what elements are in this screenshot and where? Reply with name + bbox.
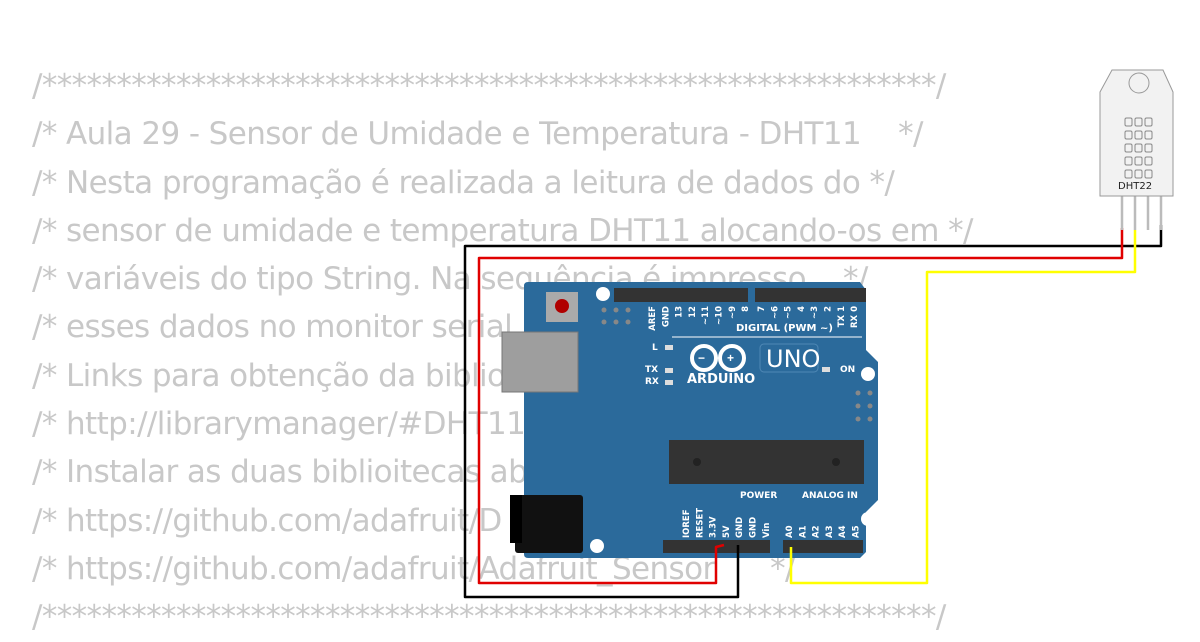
pin-label: RX 0 [850,306,860,328]
sensor-vent [1134,169,1143,179]
pin-label: TX 1 [837,306,847,327]
pin-label: ~9 [728,306,738,319]
pin-label: ~3 [810,306,820,319]
pin-label: GND [735,517,745,538]
pin-label: A4 [838,525,848,538]
pin-label: 12 [688,306,698,318]
pin-label: 5V [722,525,732,538]
pin-label: 8 [741,306,751,312]
led-rx-label: RX [645,377,659,387]
pin-label: A5 [852,525,862,538]
code-line: /***************************************… [32,68,946,104]
pin-label: GND [661,306,671,327]
pin-label: A0 [785,525,795,538]
svg-text:−: − [698,351,705,365]
pin-label: 2 [824,306,834,312]
code-line: /* Instalar as duas biblioitecas ab [32,454,528,491]
pin-label: 13 [675,306,685,318]
led-on-label: ON [840,365,855,375]
pin-label: GND [749,517,759,538]
arduino-infinity-logo [690,344,746,372]
dht22-sensor[interactable]: DHT22 [1099,69,1174,230]
pin-label: ~11 [701,306,711,325]
code-line: /* sensor de umidade e temperatura DHT11… [32,212,973,249]
pin-label: ~10 [715,306,725,325]
digital-header-left [614,288,748,302]
sensor-vent [1144,117,1153,127]
pin-label: 4 [797,306,807,312]
sensor-vent [1124,130,1133,140]
code-line: /***************************************… [32,599,946,636]
sensor-vent [1144,156,1153,166]
sensor-vent [1144,143,1153,153]
power-label: POWER [740,491,777,501]
sensor-vent [1144,169,1153,179]
pin-label: Vin [762,523,772,538]
arduino-brand: ARDUINO [687,372,755,387]
pin-label: A2 [812,525,822,538]
digital-header-right [755,288,866,302]
pin-label: RESET [695,508,705,538]
sensor-vent [1134,143,1143,153]
pin-label: AREF [648,306,658,331]
sensor-vent [1134,156,1143,166]
svg-text:+: + [727,351,734,365]
analog-header [783,540,863,553]
wire-data[interactable] [789,230,1137,585]
pin-label: A1 [798,525,808,538]
usb-port [501,331,579,393]
sensor-vent [1134,130,1143,140]
code-line: /* http://librarymanager/#DHT11 [32,406,526,443]
pin-label: IOREF [682,509,692,538]
pin-label: ~6 [770,306,780,319]
pin-label: 3.3V [709,516,719,538]
code-line: /* https://github.com/adafruit/D [32,502,502,539]
sensor-vent [1124,117,1133,127]
arduino-uno-board[interactable]: DIGITAL (PWM ~) ARDUINO − + UNO L TX RX … [501,282,878,558]
code-line: /* esses dados no monitor serial [32,309,513,346]
sensor-vent [1124,156,1133,166]
sensor-vent [1134,117,1143,127]
sensor-vent [1124,169,1133,179]
sensor-label: DHT22 [1118,181,1152,192]
led-tx-label: TX [645,365,658,375]
atmega-chip [669,440,864,484]
power-jack [515,495,583,553]
code-line: /* Aula 29 - Sensor de Umidade e Tempera… [32,116,923,153]
pin-label: A3 [825,525,835,538]
sensor-vent [1144,130,1153,140]
wire-vcc[interactable] [477,228,1124,585]
wire-gnd[interactable] [463,225,1163,599]
led-l-label: L [652,343,658,353]
digital-label: DIGITAL (PWM ~) [736,323,833,334]
sensor-vent [1124,143,1133,153]
pin-label: 7 [757,306,767,312]
code-line: /* variáveis do tipo String. Na sequênci… [32,261,868,298]
code-line: /* Nesta programação é realizada a leitu… [32,164,895,201]
model-label: UNO [766,345,820,373]
pin-label: ~5 [784,306,794,319]
code-comment-block: /***************************************… [32,62,973,642]
analog-label: ANALOG IN [802,491,858,501]
